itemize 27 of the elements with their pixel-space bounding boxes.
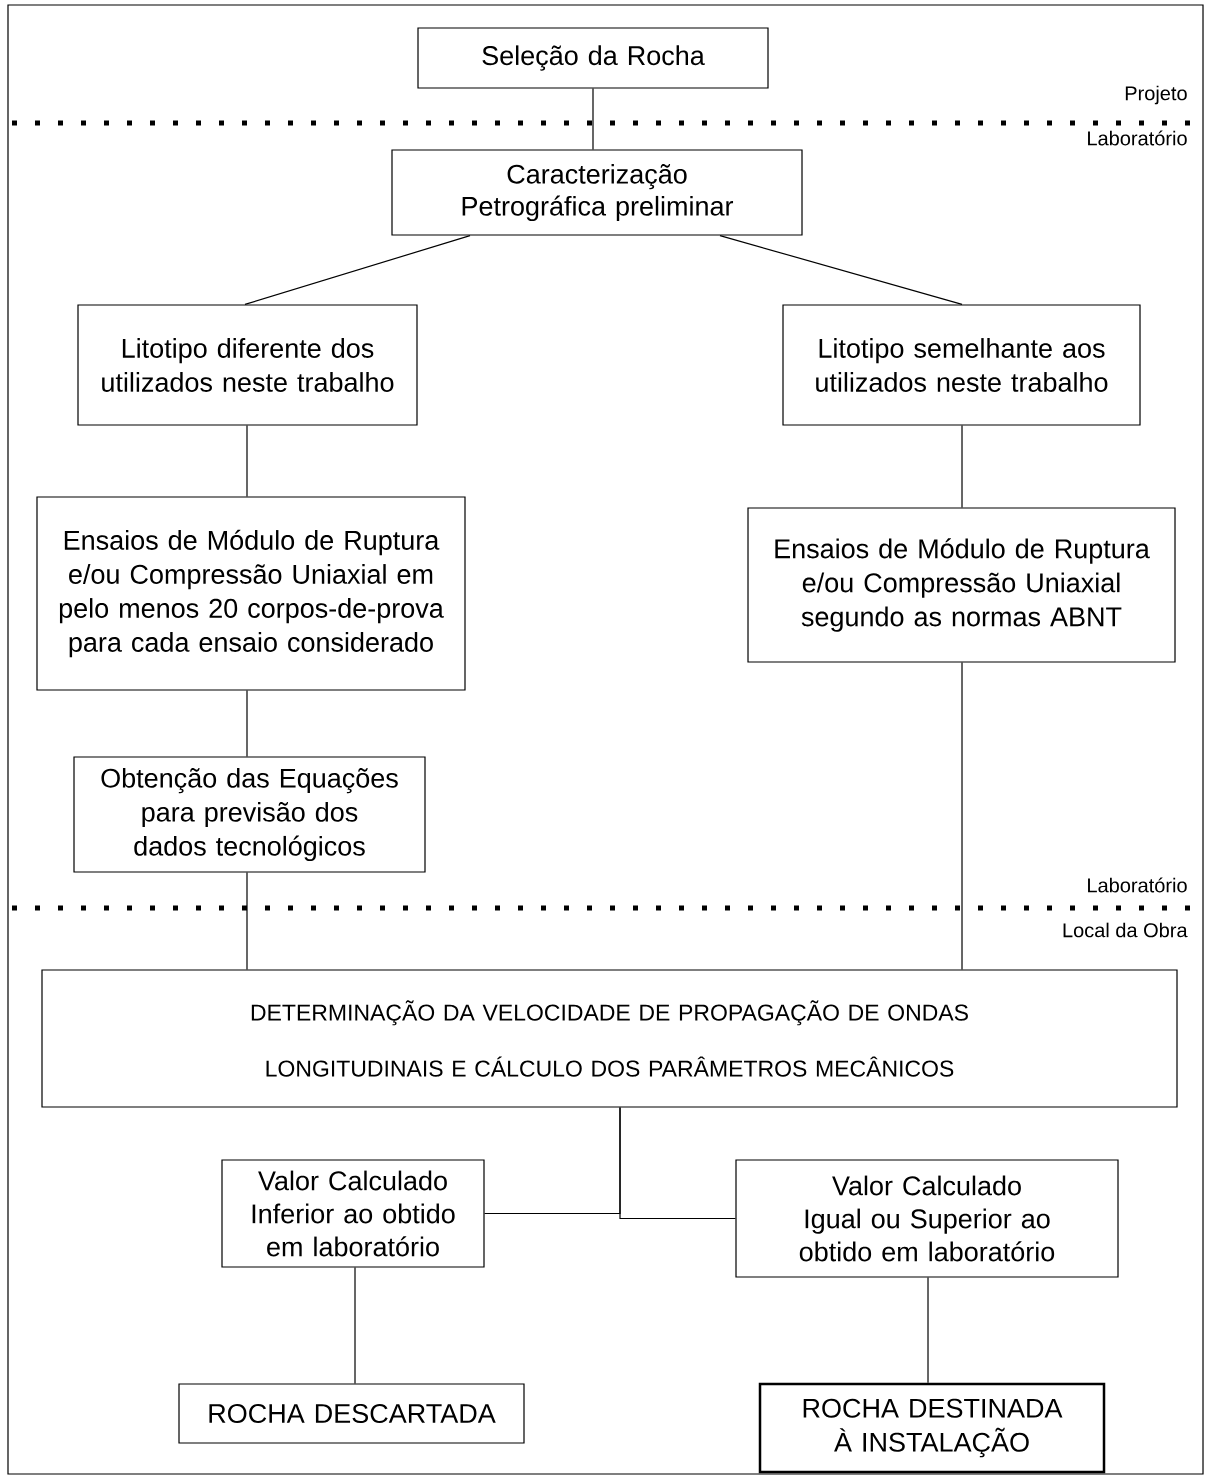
connector-line: [244, 235, 471, 305]
connector-line: [592, 88, 594, 150]
process-box: Ensaios de Módulo de Ruptura e/ou Compressão Uniaxial em pelo menos 20 corpos-de-prova para cada ensaio considerado: [36, 496, 466, 691]
process-box: Obtenção das Equações para previsão dos dados tecnológicos: [73, 756, 426, 873]
process-box: DETERMINAÇÃO DA VELOCIDADE DE PROPAGAÇÃO DE ONDAS LONGITUDINAIS E CÁLCULO DOS PARÂMETROS MECÂNICOS: [41, 969, 1178, 1108]
connector-line: [246, 872, 248, 970]
connector-line: [619, 1107, 736, 1220]
process-box: Ensaios de Módulo de Ruptura e/ou Compressão Uniaxial segundo as normas ABNT: [747, 507, 1176, 663]
connector-line: [961, 662, 963, 970]
process-box: Caracterização Petrográfica preliminar: [391, 149, 803, 236]
process-box: Valor Calculado Inferior ao obtido em laboratório: [221, 1159, 485, 1268]
zone-label: Laboratório: [1088, 877, 1187, 893]
process-box: ROCHA DESTINADA À INSTALAÇÃO: [758, 1382, 1106, 1474]
process-box: Seleção da Rocha: [417, 27, 769, 89]
connector-line: [246, 690, 248, 757]
process-box: ROCHA DESCARTADA: [178, 1383, 525, 1444]
zone-label: Projeto: [1125, 85, 1187, 105]
process-box: Valor Calculado Igual ou Superior ao obtido em laboratório: [735, 1159, 1119, 1278]
zone-label: Laboratório: [1088, 130, 1187, 146]
connector-line: [927, 1277, 929, 1384]
process-box: Litotipo diferente dos utilizados neste trabalho: [77, 304, 418, 426]
connector-line: [246, 425, 248, 497]
process-box: Litotipo semelhante aos utilizados neste trabalho: [782, 304, 1141, 426]
connector-line: [961, 425, 963, 508]
connector-line: [719, 235, 963, 305]
zone-label: Local da Obra: [1063, 922, 1188, 938]
connector-line: [354, 1267, 356, 1384]
